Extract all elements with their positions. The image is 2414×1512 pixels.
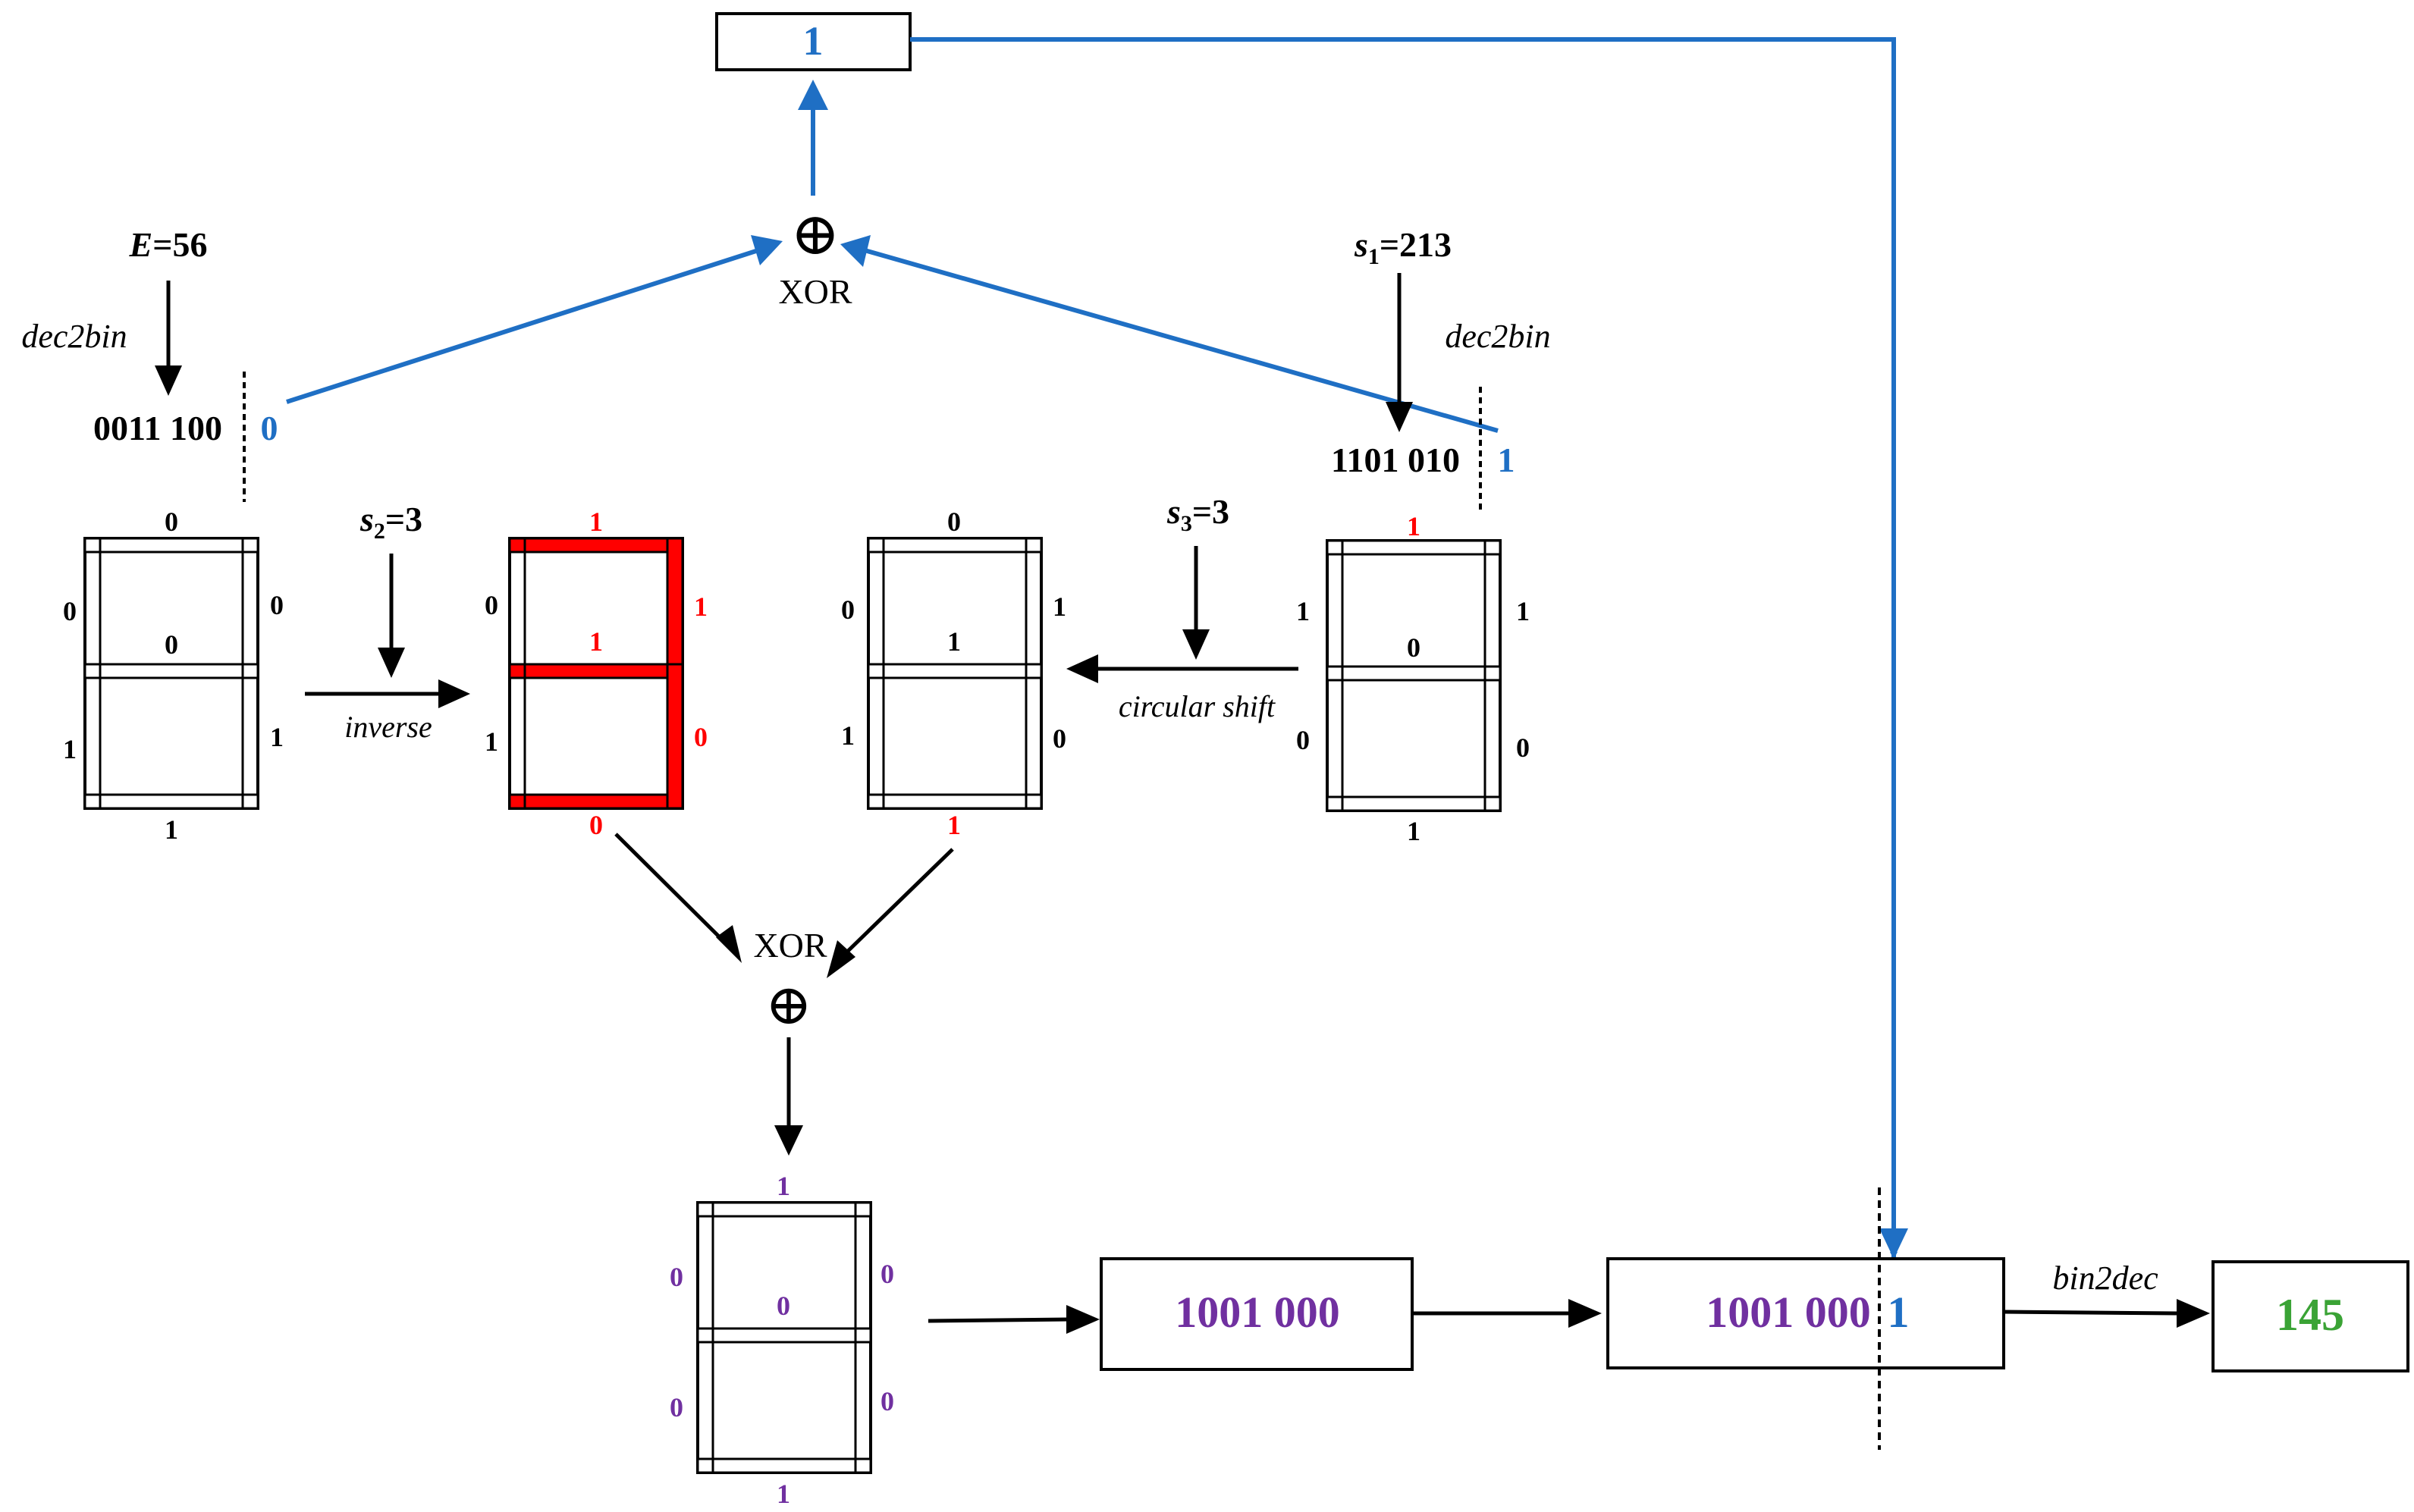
e-dec2bin-label: dec2bin [21, 318, 127, 355]
seg-e-top: 0 [165, 507, 178, 537]
s1-bits: 1101 010 [1331, 441, 1460, 479]
xor-top-symbol: ⊕ [790, 201, 840, 267]
out-to-mid-arrow [928, 1317, 1069, 1323]
final-value: 145 [2276, 1290, 2344, 1340]
seg-e-mid: 0 [165, 629, 178, 660]
s2-label: s2=3 [359, 500, 422, 544]
seg-s1-top: 1 [1407, 511, 1420, 541]
right-bit-to-xor [864, 248, 1499, 433]
seg-out-ul: 0 [670, 1262, 683, 1292]
seg-shift-ul: 0 [841, 594, 855, 625]
combined-box-last-bit: 1 [1888, 1288, 1910, 1337]
seg-inv-mid: 1 [589, 626, 603, 657]
s3-label: s3=3 [1166, 492, 1229, 536]
seg-e-lr: 1 [270, 722, 284, 752]
seg-s1-ll: 0 [1296, 725, 1310, 755]
seg-s1-lr: 0 [1516, 732, 1530, 763]
seg-s1-mid: 0 [1407, 632, 1420, 663]
seg-inv-ur: 1 [694, 591, 708, 622]
seg-e-bot: 1 [165, 814, 178, 845]
xor-top-label: XOR [778, 272, 852, 311]
seg-e-ur: 0 [270, 590, 284, 620]
s1-bit-last: 1 [1498, 441, 1515, 479]
seg-out-mid: 0 [777, 1291, 790, 1321]
final-box [2212, 1260, 2409, 1372]
inv-to-xor-arrow [614, 833, 728, 946]
seg-shift-top: 0 [947, 507, 961, 537]
seg-shift-ur: 1 [1053, 591, 1066, 622]
seg-s1-ul: 1 [1296, 596, 1310, 626]
mid-box-value: 1001 000 [1175, 1288, 1340, 1337]
xor-bottom-symbol: ⊕ [765, 974, 812, 1037]
seg-inv-lr: 0 [694, 722, 708, 752]
seg-shift-bot: 1 [947, 810, 961, 840]
s1-dec2bin-label: dec2bin [1445, 318, 1550, 355]
seg-display-e [83, 537, 259, 810]
seg-out-ll: 0 [670, 1392, 683, 1423]
seg-e-ul: 0 [63, 596, 77, 626]
seg-shift-mid: 1 [947, 626, 961, 657]
seg-out-ur: 0 [881, 1259, 894, 1289]
seg-e-ll: 1 [63, 734, 77, 764]
seg-inv-ll: 1 [485, 726, 498, 757]
top-result-box [715, 12, 912, 71]
seg-inv-top: 1 [589, 507, 603, 537]
seg-display-s1 [1326, 539, 1502, 812]
seg-display-inverse [508, 537, 684, 810]
bin2dec-label: bin2dec [2052, 1259, 2158, 1297]
feedback-arrow [910, 37, 1898, 1259]
mid-box [1100, 1257, 1414, 1371]
left-bit-to-xor [286, 248, 759, 404]
s1-label: s1=213 [1354, 225, 1452, 269]
seg-shift-lr: 0 [1053, 723, 1066, 754]
seg-out-lr: 0 [881, 1386, 894, 1416]
seg-display-output [696, 1201, 872, 1474]
seg-shift-ll: 1 [841, 720, 855, 751]
seg-s1-bot: 1 [1407, 816, 1420, 846]
e-bit-last: 0 [261, 409, 278, 447]
seg-display-shift [867, 537, 1043, 810]
seg-s1-ur: 1 [1516, 596, 1530, 626]
circular-shift-label: circular shift [1119, 689, 1276, 723]
inverse-label: inverse [344, 710, 432, 744]
bin2dec-arrow [2003, 1310, 2177, 1316]
seg-inv-bot: 0 [589, 810, 603, 840]
e-label: E=56 [129, 225, 208, 264]
seg-out-top: 1 [777, 1171, 790, 1201]
seg-inv-ul: 0 [485, 590, 498, 620]
combined-box [1606, 1257, 2005, 1369]
shift-to-xor-arrow [840, 848, 954, 958]
xor-bottom-label: XOR [753, 926, 827, 965]
top-result-value: 1 [803, 18, 824, 64]
seg-out-bot: 1 [777, 1479, 790, 1509]
e-bits: 0011 100 [93, 409, 222, 447]
combined-box-bits: 1001 000 [1706, 1288, 1871, 1337]
